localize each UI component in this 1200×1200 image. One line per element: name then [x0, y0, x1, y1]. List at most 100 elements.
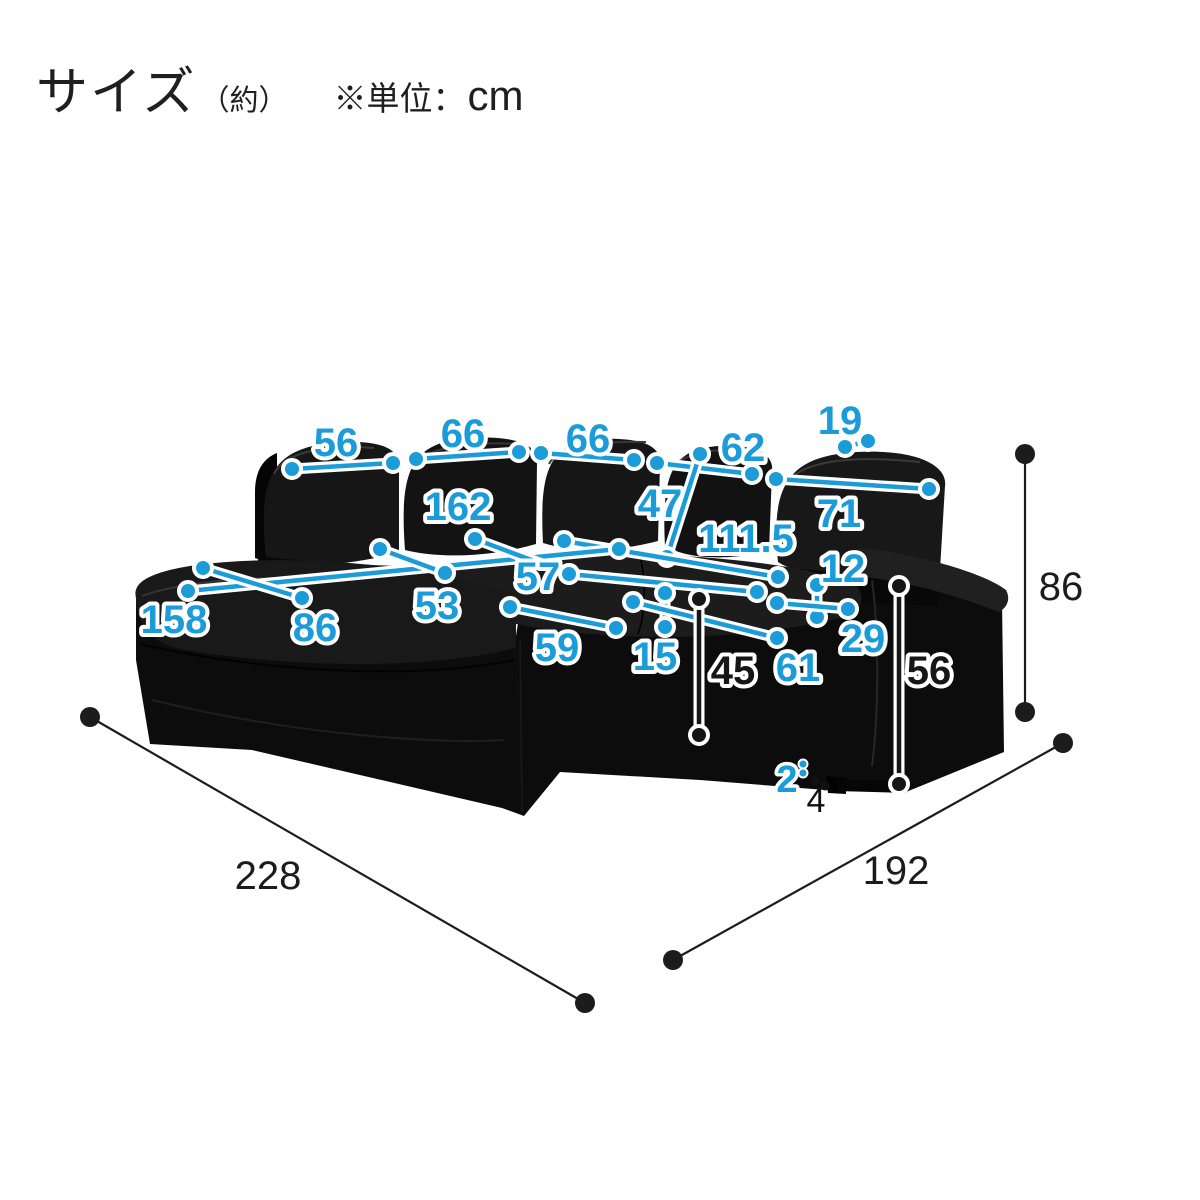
unit-note-text: ※単位：	[333, 80, 466, 117]
dimension-endpoint-dot	[434, 562, 456, 584]
dimension-endpoint-dot	[797, 758, 809, 770]
dimension-label-leg-4: 4	[807, 782, 826, 820]
dimension-label-back-cushion-66b: 66	[566, 417, 611, 461]
dimension-total-width-228: 228	[80, 707, 595, 1013]
dimension-endpoint-dot	[689, 443, 711, 465]
dimension-endpoint-dot	[688, 588, 710, 610]
dimension-endpoint-dot	[623, 449, 645, 471]
dimension-label-back-cushion-71: 71	[817, 492, 862, 536]
dimension-seat-162: 162	[421, 481, 580, 585]
dimension-endpoint-dot	[765, 468, 787, 490]
dimension-seat-111-5: 111.5	[553, 513, 798, 588]
dimension-endpoint-dot	[806, 574, 828, 596]
dimension-endpoint-dot	[766, 592, 788, 614]
dimension-label-armrest-12: 12	[821, 547, 866, 591]
dimension-endpoint-dot	[746, 581, 768, 603]
unit-value-text: cm	[467, 72, 524, 119]
dimension-endpoint-dot	[810, 776, 820, 786]
dimension-endpoint-dot	[834, 436, 856, 458]
dimension-endpoint-dot	[1015, 702, 1035, 722]
dimension-endpoint-dot	[663, 950, 683, 970]
dimension-endpoint-dot	[1053, 733, 1073, 753]
dimension-endpoint-dot	[192, 557, 214, 579]
dimension-label-back-cushion-56: 56	[314, 421, 359, 465]
dimension-leg-4: 4	[807, 776, 830, 820]
dimension-endpoint-dot	[837, 598, 859, 620]
dimension-endpoint-dot	[382, 452, 404, 474]
dimension-back-cushion-66b: 66	[530, 413, 645, 471]
dimension-label-back-cushion-66a: 66	[441, 412, 486, 456]
dimension-endpoint-dot	[918, 478, 940, 500]
dimension-endpoint-dot	[688, 724, 710, 746]
dimension-endpoint-dot	[508, 441, 530, 463]
dimension-seat-61: 61	[622, 591, 824, 694]
dimension-armrest-12: 12	[806, 543, 869, 628]
dimension-back-cushion-71: 71	[765, 468, 940, 540]
dimension-label-seat-57: 57	[516, 555, 561, 599]
dimension-endpoint-dot	[1015, 444, 1035, 464]
dimension-leg-2: 2	[773, 756, 809, 805]
dimension-label-back-cushion-62: 62	[721, 426, 766, 470]
dimension-total-height-86: 86	[1015, 444, 1083, 722]
dimension-label-chaise-86: 86	[293, 606, 338, 650]
dimension-label-seat-height-45: 45	[711, 649, 756, 693]
dimension-label-chaise-158: 158	[141, 598, 208, 642]
dimension-seat-53: 53	[369, 538, 463, 632]
dimension-endpoint-dot	[605, 617, 627, 639]
dimension-endpoint-dot	[654, 582, 676, 604]
dimension-label-total-height-86: 86	[1039, 565, 1084, 609]
dimension-endpoint-dot	[820, 781, 830, 791]
dimension-endpoint-dot	[553, 530, 575, 552]
dimension-label-back-height-47: 47	[638, 482, 683, 526]
dimension-label-seat-59: 59	[535, 626, 580, 670]
dimension-endpoint-dot	[797, 767, 809, 779]
dimension-endpoint-dot	[177, 580, 199, 602]
dimension-label-arm-height-56: 56	[907, 649, 952, 693]
dimension-label-seat-15: 15	[633, 635, 678, 679]
dimension-endpoint-dot	[405, 448, 427, 470]
dimension-label-leg-2: 2	[776, 759, 797, 801]
dimension-label-back-top-19: 19	[818, 399, 863, 443]
page-title: サイズ （約） ※単位： cm	[36, 50, 523, 125]
dimension-endpoint-dot	[369, 538, 391, 560]
dimension-endpoint-dot	[646, 452, 668, 474]
dimension-endpoint-dot	[291, 587, 313, 609]
dimension-endpoint-dot	[888, 575, 910, 597]
dimension-endpoint-dot	[530, 442, 552, 464]
dimension-label-seat-162: 162	[425, 485, 492, 529]
dimension-endpoint-dot	[741, 463, 763, 485]
dimension-endpoint-dot	[575, 993, 595, 1013]
sofa-illustration	[135, 437, 1009, 816]
dimension-label-total-depth-192: 192	[863, 849, 930, 893]
dimension-endpoint-dot	[857, 430, 879, 452]
dimension-back-cushion-56: 56	[281, 417, 404, 480]
dimension-arm-height-56: 56	[888, 575, 955, 795]
dimension-armrest-29: 29	[766, 592, 889, 665]
dimension-endpoint-dot	[80, 707, 100, 727]
title-text: サイズ	[36, 64, 197, 122]
dimension-seat-height-45: 45	[688, 588, 759, 746]
dimension-total-depth-192: 192	[663, 733, 1073, 970]
dimension-endpoint-dot	[767, 566, 789, 588]
dimension-label-seat-53: 53	[415, 584, 460, 628]
dimension-label-seat-111-5: 111.5	[698, 517, 794, 561]
dimension-endpoint-dot	[464, 528, 486, 550]
dimension-endpoint-dot	[766, 627, 788, 649]
dimension-endpoint-dot	[499, 596, 521, 618]
dimension-endpoint-dot	[888, 773, 910, 795]
dimension-endpoint-dot	[608, 538, 630, 560]
dimension-chaise-86: 86	[192, 557, 341, 654]
dimension-label-seat-61: 61	[776, 646, 821, 690]
dimension-back-top-19: 19	[814, 395, 879, 458]
dimension-label-total-width-228: 228	[235, 854, 302, 898]
dimension-seat-59: 59	[499, 596, 627, 674]
title-approx-text: （約）	[200, 85, 288, 117]
dimension-endpoint-dot	[558, 563, 580, 585]
dimension-endpoint-dot	[281, 458, 303, 480]
dimension-endpoint-dot	[622, 591, 644, 613]
dimension-back-cushion-66a: 66	[405, 408, 530, 470]
dimension-back-cushion-62: 62	[646, 422, 769, 485]
